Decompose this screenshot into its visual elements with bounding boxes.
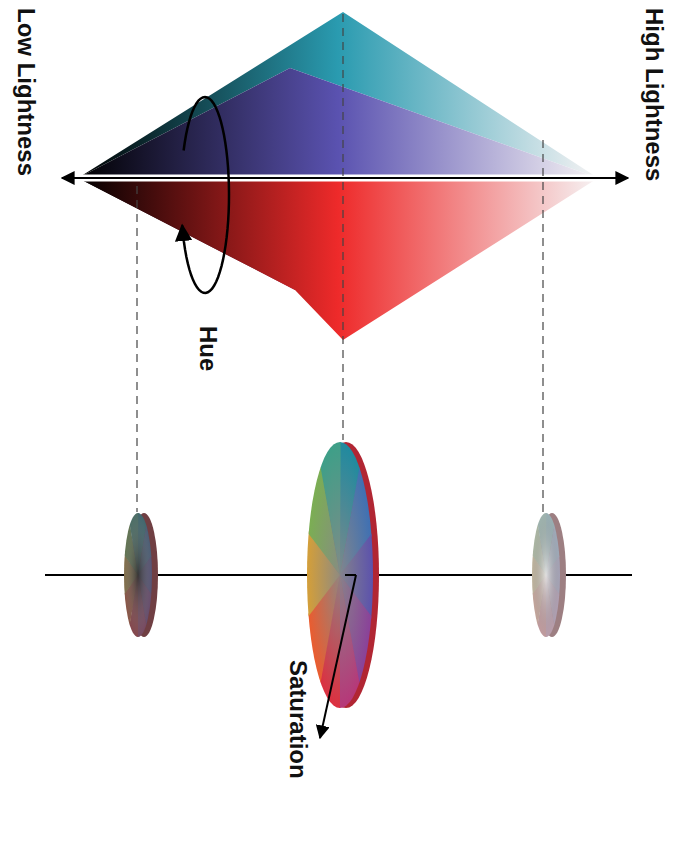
cone-face bbox=[78, 12, 598, 178]
hue-arrow bbox=[182, 97, 229, 293]
saturation-disk bbox=[245, 176, 434, 850]
saturation-label: Saturation bbox=[283, 660, 312, 779]
saturation-arrow bbox=[320, 575, 356, 738]
hue-label: Hue bbox=[193, 326, 222, 371]
dashed-guide bbox=[542, 140, 543, 515]
axis-label: Low Lightness bbox=[11, 8, 40, 176]
cone-face bbox=[78, 68, 598, 178]
lightness-axis bbox=[62, 177, 628, 179]
disk-axis bbox=[345, 574, 356, 576]
dashed-guide bbox=[342, 14, 343, 440]
axis-label: High Lightness bbox=[639, 8, 668, 181]
cone-face bbox=[78, 178, 598, 340]
saturation-disk bbox=[98, 389, 178, 761]
saturation-disk bbox=[506, 389, 586, 761]
dashed-guide bbox=[136, 186, 137, 512]
